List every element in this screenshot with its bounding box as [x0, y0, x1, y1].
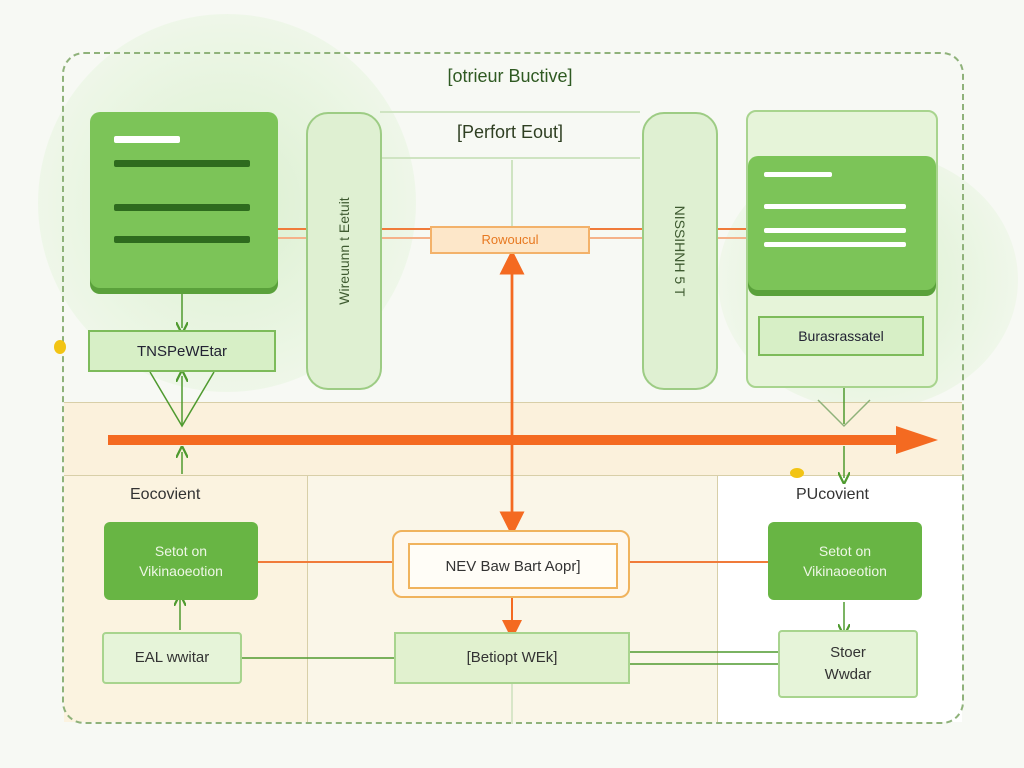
timeline-arrow-head: [896, 426, 938, 454]
green-fan-right: [817, 399, 871, 428]
card-text-bar: [114, 204, 250, 211]
left-tag[interactable]: TNSPeWEtar: [88, 330, 276, 372]
left-button-line1: Setot on: [154, 543, 208, 559]
center-process-label: NEV Baw Bart Aopr]: [408, 543, 618, 589]
diagram-subtitle: [Perfort Eout]: [456, 122, 564, 142]
left-content-card[interactable]: [90, 112, 278, 288]
right-bottom-line2: Wwdar: [824, 666, 872, 683]
diagram-title: [otrieur Buctive]: [447, 66, 573, 86]
left-pill-label: Wireuunn t Eetuit: [336, 197, 352, 305]
card-text-bar: [764, 242, 906, 247]
card-text-bar: [764, 228, 906, 233]
card-text-bar: [114, 160, 250, 167]
center-connector-label: Rowoucul: [430, 226, 590, 254]
right-button-line1: Setot on: [818, 543, 872, 559]
decorative-dot: [54, 340, 66, 354]
left-vertical-pill[interactable]: Wireuunn t Eetuit: [306, 112, 382, 390]
right-tag[interactable]: Burasrassatel: [758, 316, 924, 356]
right-zone-title: PUcovient: [796, 486, 869, 503]
center-process-box[interactable]: NEV Baw Bart Aopr]: [392, 530, 630, 598]
right-vertical-pill[interactable]: NISSIHNH 5 T: [642, 112, 718, 390]
decorative-dot: [790, 468, 804, 478]
right-action-button[interactable]: Setot on Vikinaoeotion: [768, 522, 922, 600]
card-text-bar: [114, 236, 250, 243]
left-zone-title: Eocovient: [130, 486, 201, 503]
right-button-line2: Vikinaoeotion: [803, 563, 887, 579]
middle-bottom-box[interactable]: [Betiopt WEk]: [394, 632, 630, 684]
card-heading-bar: [764, 172, 832, 177]
left-bottom-box[interactable]: EAL wwitar: [102, 632, 242, 684]
right-bottom-line1: Stoer: [830, 644, 866, 661]
right-content-card[interactable]: [748, 156, 936, 290]
card-heading-bar: [114, 136, 180, 143]
left-button-line2: Vikinaoeotion: [139, 563, 223, 579]
right-pill-label: NISSIHNH 5 T: [672, 205, 688, 297]
right-bottom-box[interactable]: Stoer Wwdar: [778, 630, 918, 698]
card-text-bar: [764, 204, 906, 209]
left-action-button[interactable]: Setot on Vikinaoeotion: [104, 522, 258, 600]
